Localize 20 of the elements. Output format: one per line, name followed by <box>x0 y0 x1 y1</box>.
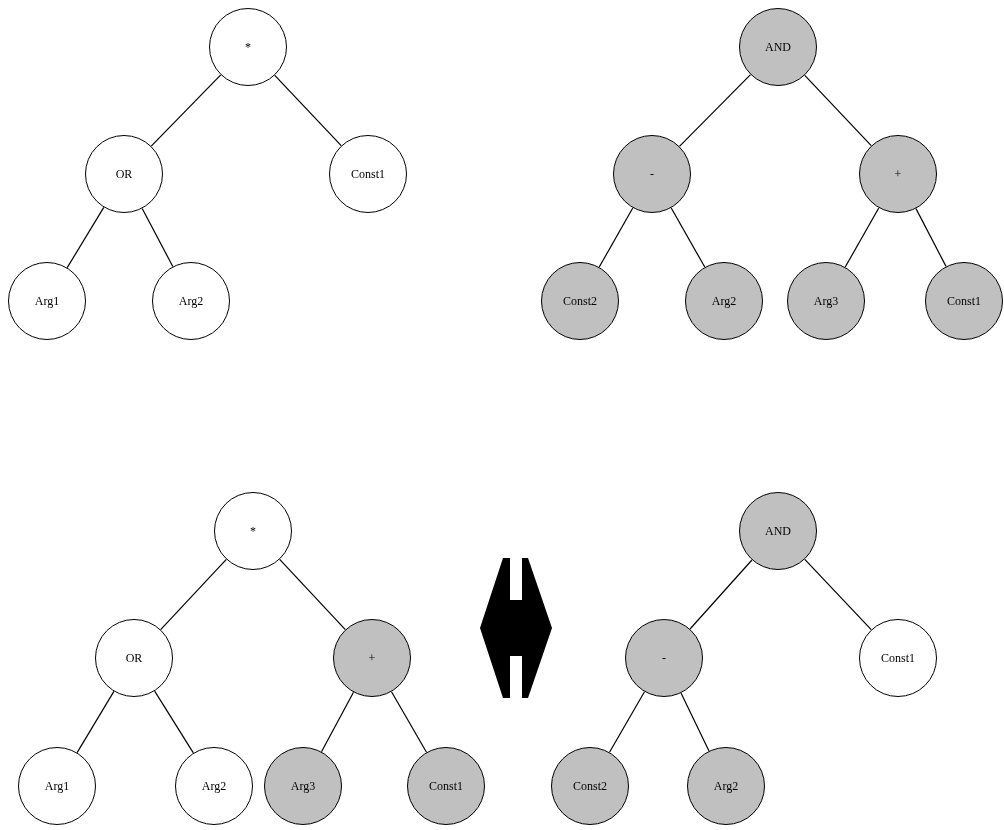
connector-line <box>915 208 947 267</box>
connector-line <box>598 207 634 268</box>
connector-line <box>154 690 194 754</box>
connector-line <box>670 207 706 268</box>
connector-line <box>160 558 227 631</box>
connector-line <box>804 74 872 147</box>
connector-line <box>689 559 753 630</box>
connector-line <box>320 691 355 753</box>
connector-line <box>279 558 346 631</box>
connector-line <box>678 74 752 147</box>
connector-line <box>150 74 222 147</box>
connector-line <box>804 558 872 631</box>
connector-line <box>680 692 710 752</box>
connector-line <box>844 207 880 268</box>
connector-line <box>390 691 428 753</box>
connector-line <box>66 206 105 269</box>
connector-line <box>608 691 646 753</box>
connector-line <box>76 690 115 754</box>
connector-line <box>141 207 174 268</box>
connector-line <box>274 74 342 147</box>
